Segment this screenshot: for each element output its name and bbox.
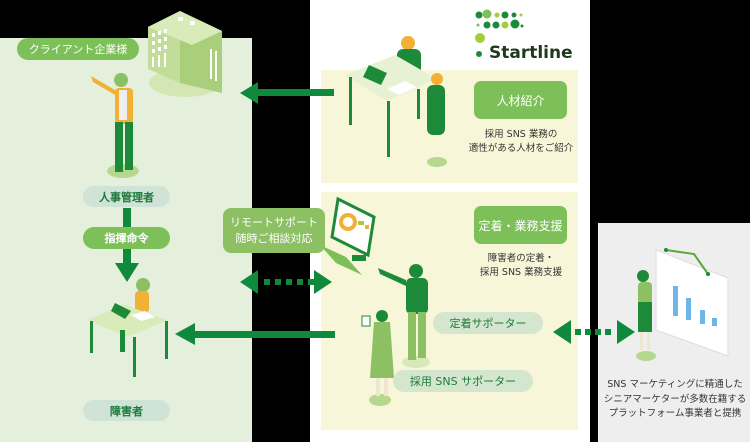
recruitment-desc-line1: 採用 SNS 業務の: [484, 129, 558, 140]
computer-monitor-icon: [320, 196, 376, 275]
partner-desc-line2: シニアマーケターが多数在籍する: [603, 393, 747, 405]
remote-support-line2: 随時ご相談対応: [235, 231, 313, 245]
client-company-label: クライアント企業様: [17, 38, 139, 60]
partner-description: SNS マーケティングに精通した シニアマーケターが多数在籍する プラットフォー…: [600, 378, 750, 422]
retention-supporter-label: 定着サポーター: [433, 312, 543, 334]
support-service-description: 障害者の定着・ 採用 SNS 業務支援: [467, 252, 575, 280]
referral-arrow-icon: [240, 82, 334, 104]
support-desc-line2: 採用 SNS 業務支援: [479, 267, 563, 278]
retention-supporter-figure-icon: [378, 264, 430, 368]
sns-supporter-label: 採用 SNS サポーター: [393, 370, 533, 392]
remote-support-bidirectional-arrow-icon: [240, 270, 332, 294]
presentation-board-icon: [636, 248, 729, 361]
sns-supporter-figure-icon: [361, 310, 394, 406]
startline-logo-text: Startline: [489, 43, 573, 63]
recruitment-desc-line2: 適性がある人材をご紹介: [468, 143, 574, 154]
remote-support-line1: リモートサポート: [230, 215, 318, 229]
recruitment-meeting-icon: [345, 36, 447, 167]
command-label: 指揮命令: [83, 227, 170, 249]
office-building-icon: [148, 11, 222, 97]
remote-support-box: リモートサポート 随時ご相談対応: [223, 208, 325, 253]
partner-bidirectional-arrow-icon: [553, 320, 635, 344]
support-desc-line1: 障害者の定着・: [487, 253, 555, 264]
partner-desc-line1: SNS マーケティングに精通した: [607, 379, 743, 390]
partner-desc-line3: プラットフォーム事業者と提携: [608, 408, 742, 419]
support-service-title: 定着・業務支援: [474, 206, 567, 244]
support-to-worker-arrow-icon: [175, 323, 335, 345]
disabled-worker-desk-icon: [87, 278, 168, 377]
recruitment-service-description: 採用 SNS 業務の 適性がある人材をご紹介: [467, 128, 575, 156]
hr-manager-label: 人事管理者: [83, 186, 170, 207]
startline-logo-icon: Startline: [475, 9, 573, 63]
hr-manager-figure-icon: [91, 73, 139, 178]
disabled-worker-label: 障害者: [83, 400, 170, 421]
recruitment-service-title: 人材紹介: [474, 81, 567, 119]
